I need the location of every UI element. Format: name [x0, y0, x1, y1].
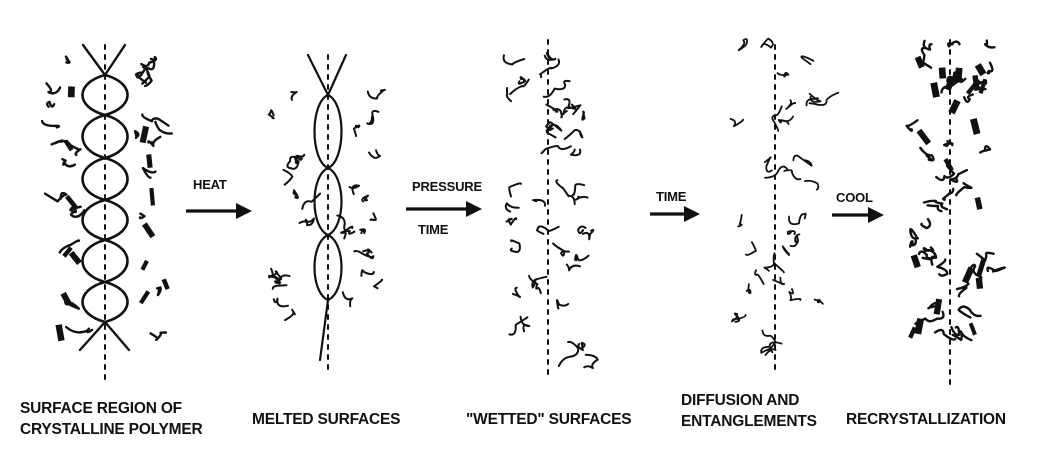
stage-recrystallization — [907, 40, 1005, 385]
caption-line: RECRYSTALLIZATION — [846, 409, 1006, 430]
arrow-time-label: TIME — [418, 222, 448, 237]
caption-diffusion-entanglements: DIFFUSION AND ENTANGLEMENTS — [681, 390, 817, 432]
arrow-pressure-label: PRESSURE — [412, 179, 482, 194]
stage-melted-surfaces — [269, 55, 385, 370]
caption-wetted-surfaces: "WETTED" SURFACES — [466, 409, 631, 430]
stage-wetted-surfaces — [504, 40, 598, 375]
stage-crystalline-polymer — [42, 45, 172, 385]
caption-line: CRYSTALLINE POLYMER — [20, 419, 203, 440]
caption-recrystallization: RECRYSTALLIZATION — [846, 409, 1006, 430]
arrow-time — [650, 206, 700, 222]
caption-line: DIFFUSION AND — [681, 390, 817, 411]
arrow-heat-label: HEAT — [193, 177, 227, 192]
arrow-cool — [832, 207, 884, 223]
stage-diffusion-entanglements — [731, 39, 839, 375]
caption-line: SURFACE REGION OF — [20, 398, 203, 419]
caption-line: MELTED SURFACES — [252, 409, 400, 430]
arrow-heat — [186, 203, 252, 219]
caption-melted-surfaces: MELTED SURFACES — [252, 409, 400, 430]
caption-line: "WETTED" SURFACES — [466, 409, 631, 430]
caption-surface-region: SURFACE REGION OF CRYSTALLINE POLYMER — [20, 398, 203, 440]
arrow-pressure-time — [406, 201, 482, 217]
arrow-cool-label: COOL — [836, 190, 873, 205]
arrow-time-label-2: TIME — [656, 189, 686, 204]
caption-line: ENTANGLEMENTS — [681, 411, 817, 432]
